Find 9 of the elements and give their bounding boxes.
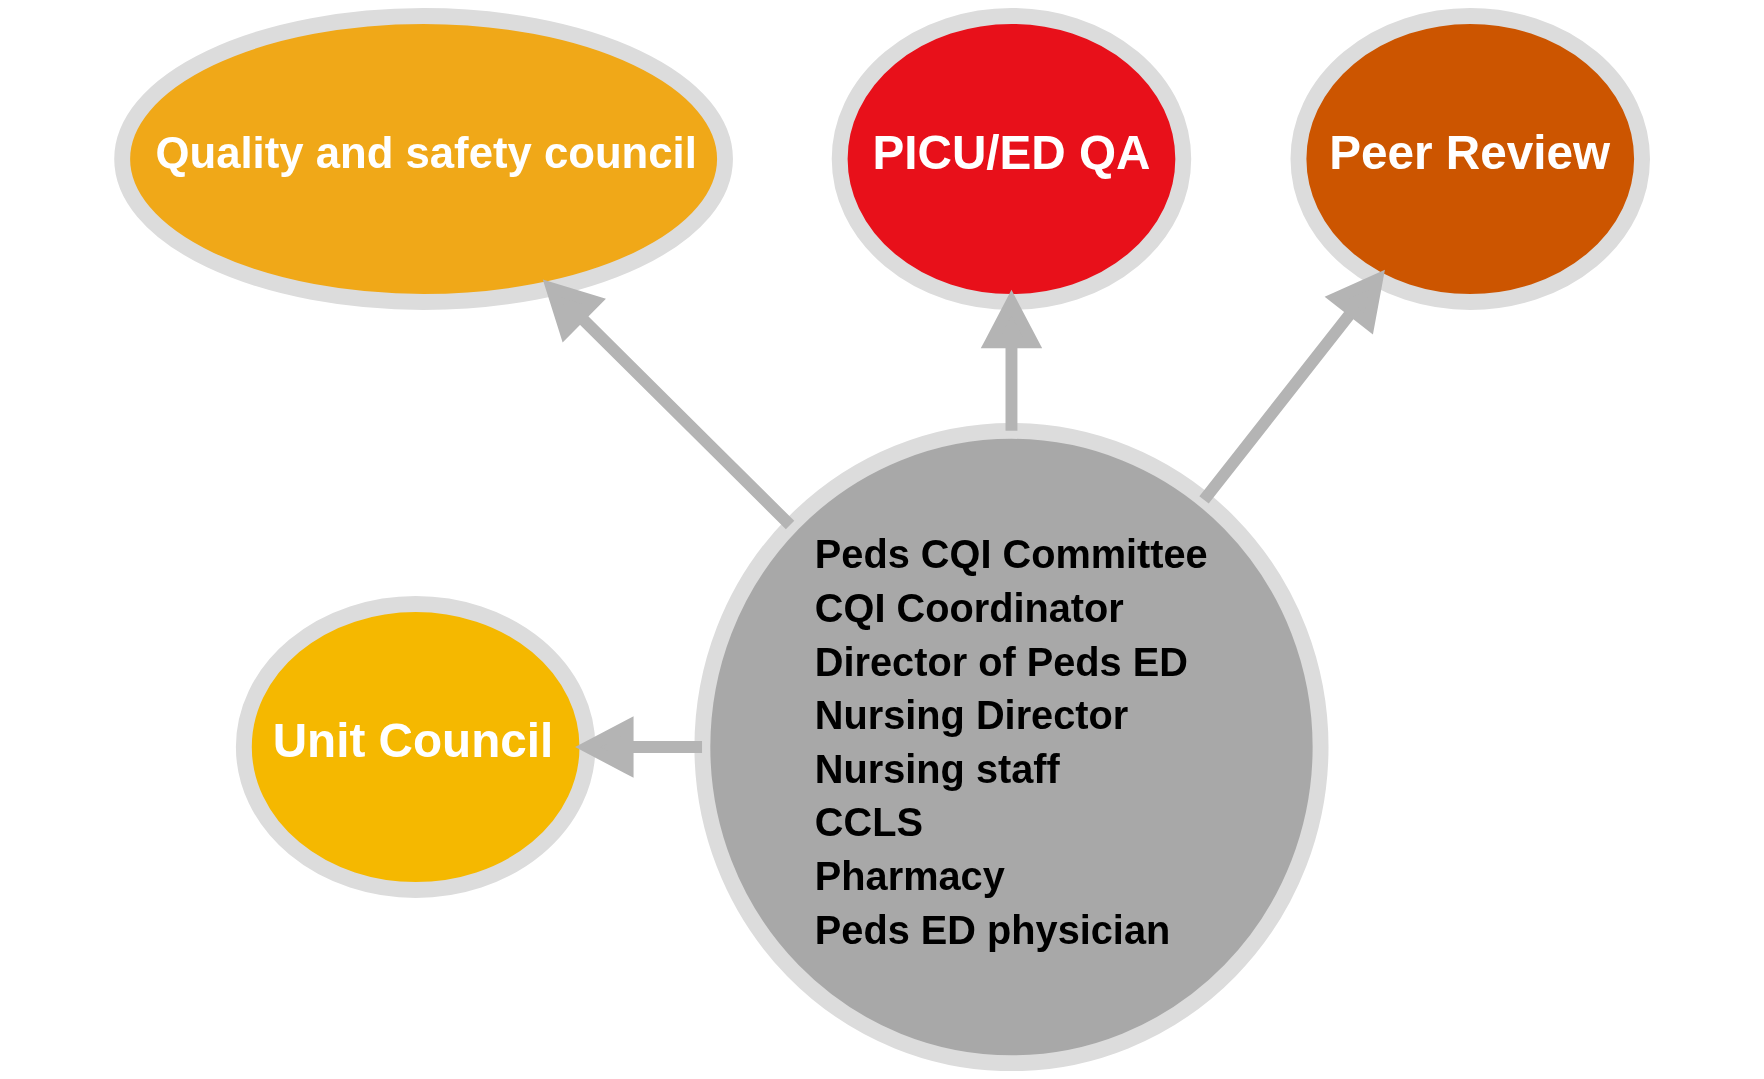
arrow [980,289,1043,431]
arrow [1199,269,1385,504]
node-ellipse: Peer Review [1290,8,1650,310]
node-ellipse: Unit Council [235,596,596,898]
node-ellipse: PICU/ED QA [831,8,1192,310]
arrow [575,716,703,778]
arrow [542,279,795,530]
node-ellipse: Quality and safety council [114,8,733,310]
node-circle: Peds CQI Committee CQI Coordinator Director of Peds ED Nursing Director Nursing staff CCLS Pharmacy Peds ED physician [694,422,1329,1071]
